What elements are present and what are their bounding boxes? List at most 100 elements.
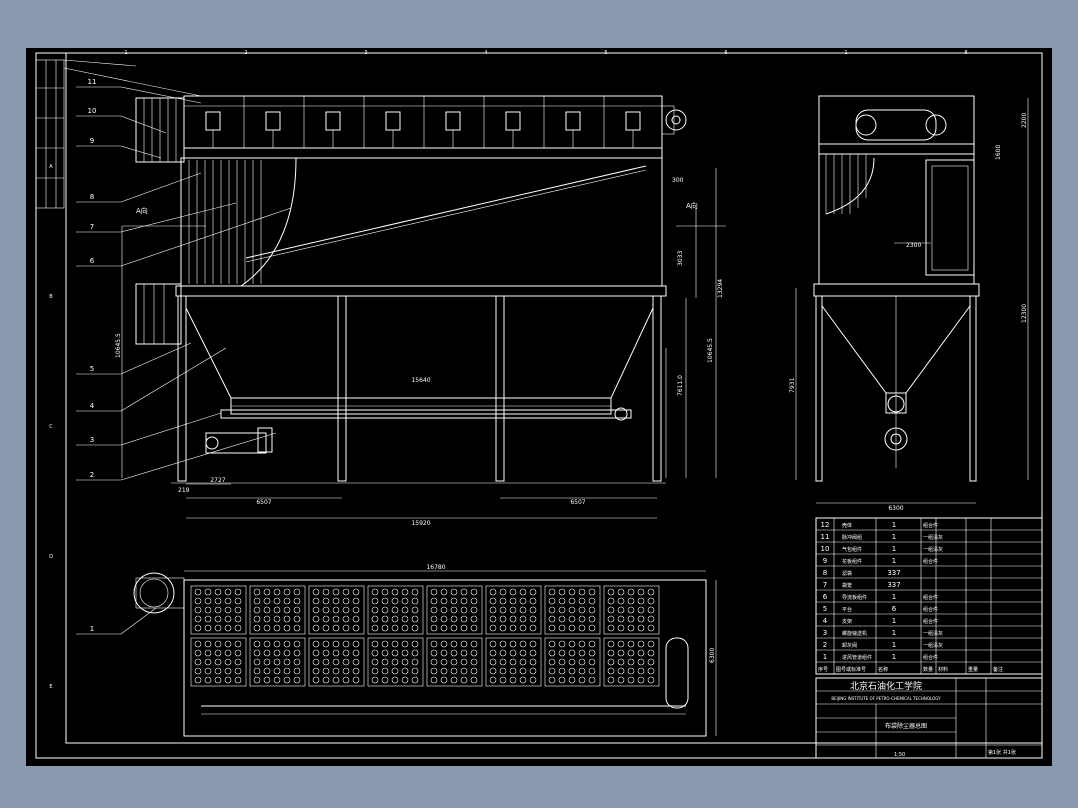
parts-header-cell: 数量 (923, 666, 933, 673)
school-name: 北京石油化工学院 (850, 680, 922, 692)
ruler-number: 3 (364, 50, 367, 56)
ruler-number: 1 (124, 50, 127, 56)
part-number: 3 (823, 629, 827, 637)
dim-side-width: 6300 (888, 505, 903, 512)
part-qty: 1 (892, 617, 896, 625)
callout-number: 8 (90, 193, 94, 201)
dim-height-total: 13294 (717, 279, 724, 298)
part-name: 袋笼 (842, 582, 852, 589)
parts-header-cell: 备注 (993, 666, 1003, 673)
part-name: 导流板组件 (842, 594, 867, 601)
dim-level-b: 10645.5 (707, 338, 714, 363)
part-qty: 1 (892, 653, 896, 661)
dim-bottom-left: 2727 (210, 477, 225, 484)
dim-level-a: 10645.5 (115, 333, 122, 358)
ruler-letter: A (49, 164, 53, 170)
side-elevation: 6300 2200 1600 2300 12300 7931 (789, 95, 1029, 512)
part-note: 一组清灰 (923, 534, 943, 541)
part-number: 5 (823, 605, 827, 613)
part-qty: 1 (892, 557, 896, 565)
callout-number: 1 (90, 625, 94, 633)
part-qty: 1 (892, 521, 896, 529)
callout-number: 5 (90, 365, 94, 373)
parts-header-cell: 重量 (968, 666, 978, 673)
part-note: 组合件 (923, 654, 938, 661)
part-name: 壳体 (842, 522, 852, 529)
part-note: 一组清灰 (923, 630, 943, 637)
part-note: 一组清灰 (923, 642, 943, 649)
part-qty: 337 (887, 581, 900, 589)
part-number: 10 (821, 545, 830, 553)
part-note: 组合件 (923, 558, 938, 565)
left-ruler: A B C D E (49, 164, 53, 690)
dim-side-h: 12300 (1021, 304, 1028, 323)
part-qty: 6 (892, 605, 897, 613)
arrow-label-left: A向 (136, 206, 148, 215)
part-qty: 1 (892, 641, 896, 649)
dim-col-height: 3033 (677, 251, 684, 266)
part-number: 12 (821, 521, 830, 529)
drawing-title: 布袋除尘器总图 (885, 722, 927, 730)
part-number: 4 (823, 617, 828, 625)
part-qty: 337 (887, 569, 900, 577)
part-name: 滤袋 (842, 570, 852, 577)
part-name: 脉冲阀组 (842, 534, 862, 541)
dim-plan-width: 6300 (709, 648, 716, 663)
part-number: 9 (823, 557, 827, 565)
ruler-number: 4 (484, 50, 487, 56)
callout-number: 10 (88, 107, 97, 115)
part-note: 组合件 (923, 594, 938, 601)
part-name: 气包组件 (842, 546, 862, 553)
parts-header-cell: 材料 (938, 666, 948, 673)
ruler-letter: D (49, 554, 53, 560)
part-number: 7 (823, 581, 827, 589)
ruler-number: 1 (844, 50, 847, 56)
parts-header-cell: 序号 (818, 666, 828, 673)
part-note: 组合件 (923, 522, 938, 529)
callout-number: 4 (90, 402, 95, 410)
ruler-number: 5 (604, 50, 607, 56)
callout-number: 7 (90, 223, 94, 231)
part-name: 花板组件 (842, 558, 862, 565)
part-number: 2 (823, 641, 827, 649)
part-number: 11 (821, 533, 830, 541)
plan-view: 16780 6300 (133, 564, 717, 737)
ruler-number: 2 (244, 50, 247, 56)
part-note: 组合件 (923, 606, 938, 613)
part-name: 进风管道组件 (842, 654, 872, 661)
parts-header-cell: 图号或标准号 (836, 666, 866, 673)
dim-main-length: 15640 (411, 377, 430, 384)
part-name: 卸灰阀 (842, 642, 857, 649)
sheet-number: 第1张 共1张 (988, 749, 1016, 756)
part-qty: 1 (892, 545, 896, 553)
dim-left-span: 6507 (256, 499, 271, 506)
callout-number: 6 (90, 257, 95, 265)
parts-header-cell: 名称 (878, 666, 888, 673)
school-name-en: BEIJING INSTITUTE OF PETRO-CHEMICAL TECH… (831, 696, 941, 701)
ruler-letter: B (49, 294, 53, 300)
dim-side-mid: 7931 (789, 378, 796, 393)
part-name: 螺旋输送机 (842, 630, 867, 637)
ruler-number: 6 (724, 50, 727, 56)
ruler-letter: C (49, 424, 53, 430)
dim-side-2300: 2300 (906, 242, 921, 249)
revision-block (35, 59, 202, 209)
dim-plan-length: 16780 (426, 564, 445, 571)
callout-number: 3 (90, 436, 94, 444)
part-note: 一组清灰 (923, 546, 943, 553)
part-qty: 1 (892, 593, 896, 601)
part-number: 8 (823, 569, 827, 577)
ruler-letter: E (49, 684, 52, 690)
callout-number: 9 (90, 137, 94, 145)
inner-frame (65, 52, 1043, 744)
dim-top-300: 300 (672, 177, 684, 184)
part-name: 支架 (842, 618, 852, 625)
title-block: 北京石油化工学院 BEIJING INSTITUTE OF PETRO-CHEM… (815, 677, 1043, 759)
part-number: 6 (823, 593, 828, 601)
part-note: 组合件 (923, 618, 938, 625)
